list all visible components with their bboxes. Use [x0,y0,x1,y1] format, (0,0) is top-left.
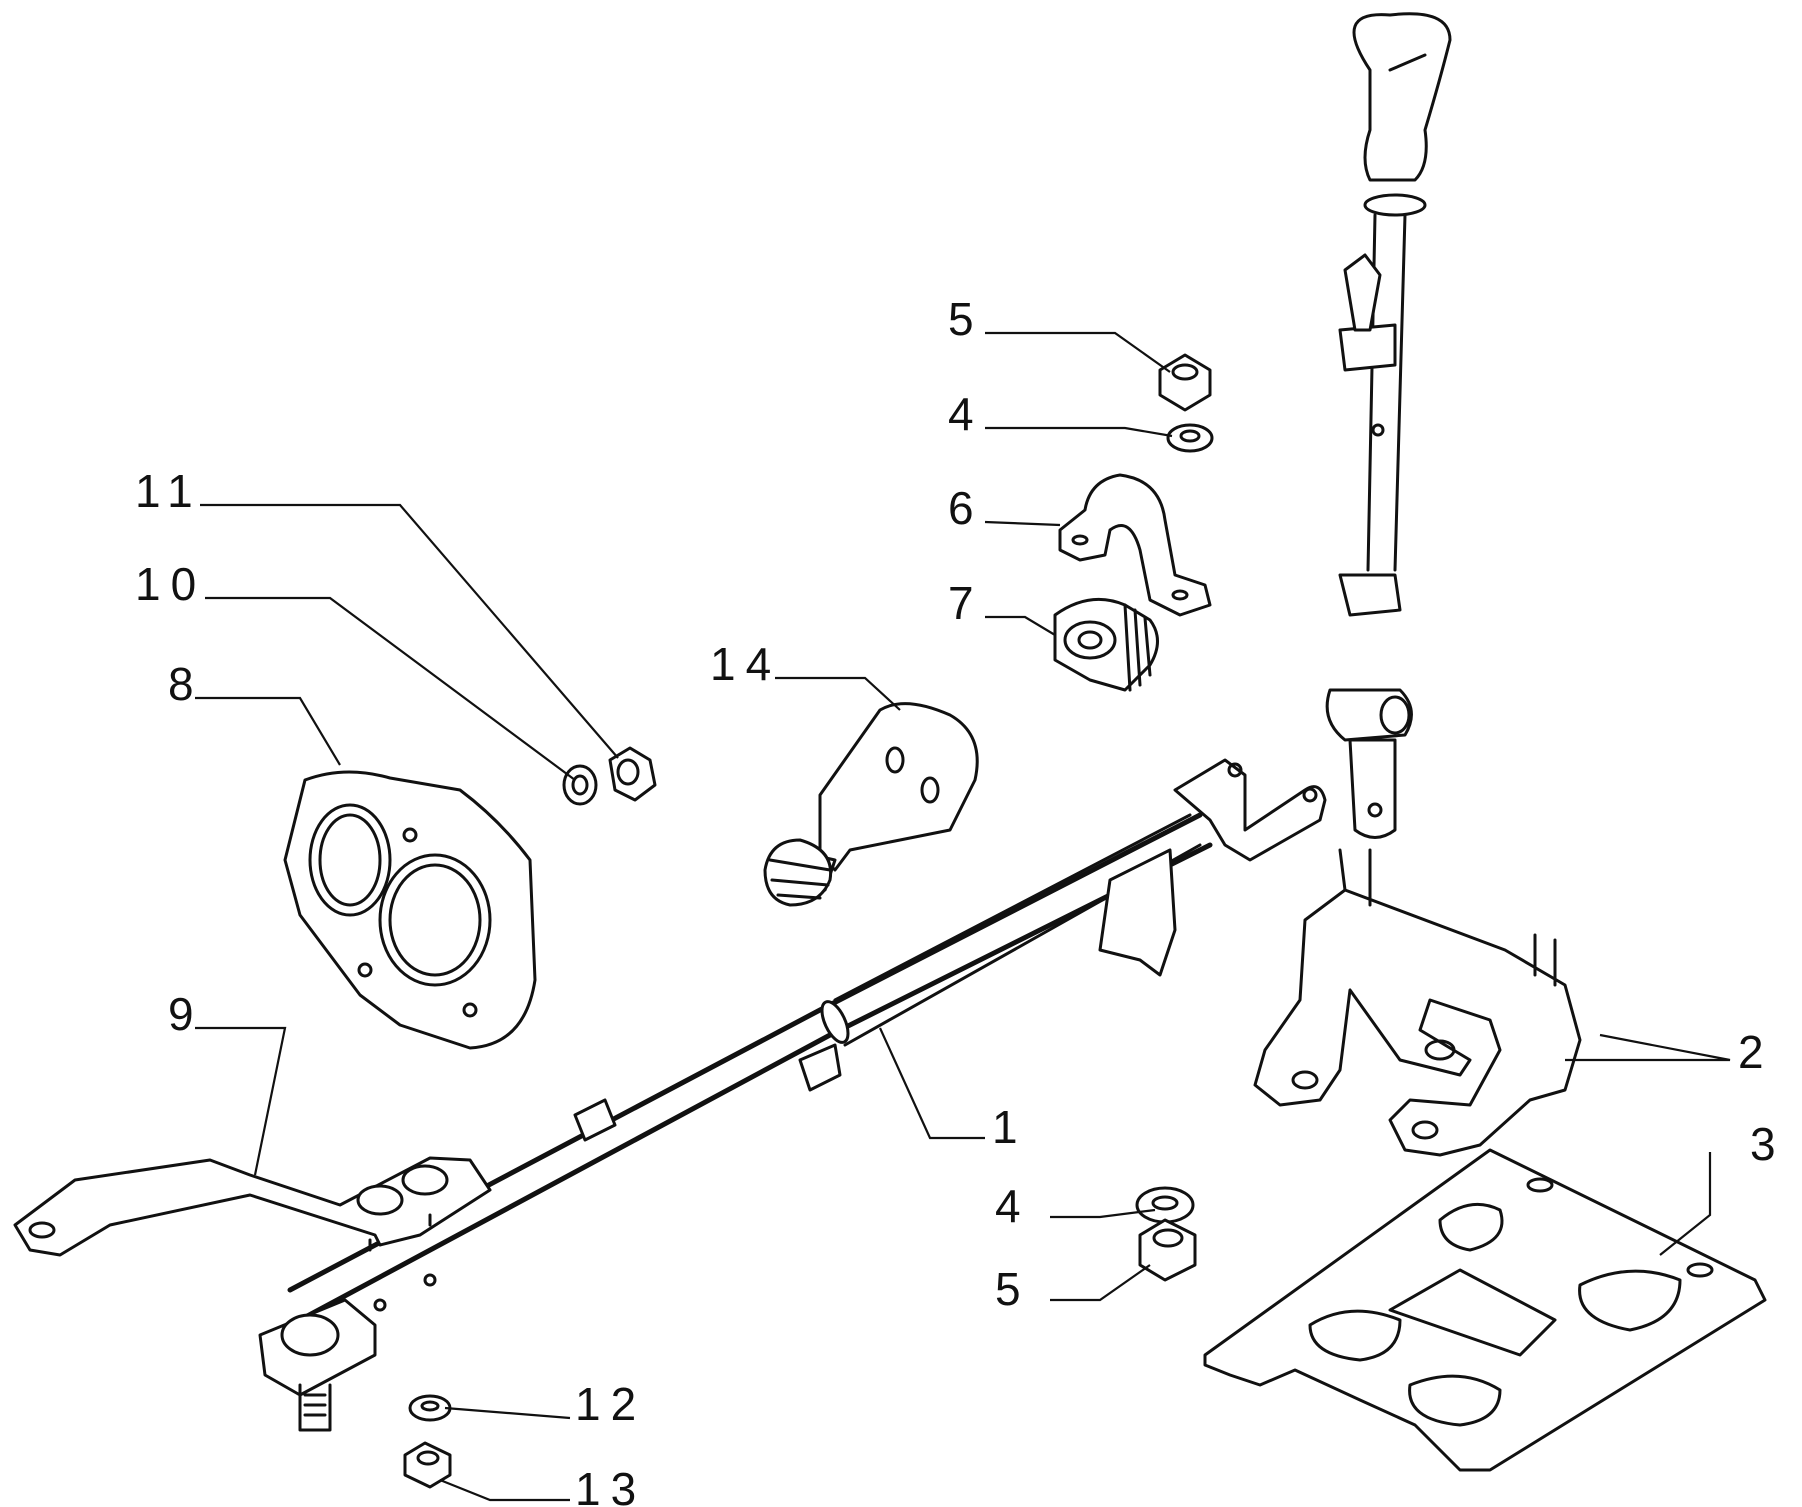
callout-11: 11 [135,465,203,517]
nut-upper [1158,353,1212,412]
gasket-plate [283,770,537,1050]
callout-13: 13 [575,1463,646,1507]
bushing [1053,597,1159,692]
shift-lever [1325,12,1452,839]
callout-4-upper: 4 [948,388,984,440]
callout-6: 6 [948,482,984,534]
rubber-boot [763,702,979,907]
nut-bottom [403,1441,452,1489]
nut-left [608,746,657,802]
callout-5-lower: 5 [995,1263,1031,1315]
callout-5-upper-label: 5 [948,293,984,345]
washer-bottom [408,1394,452,1422]
callout-12: 12 [575,1378,646,1430]
nut-lower [1138,1218,1197,1282]
callout-1: 1 [992,1101,1028,1153]
callout-4-lower: 4 [995,1180,1031,1232]
lever-arm [13,1156,492,1257]
callout-2: 2 [1738,1026,1774,1078]
callout-9: 9 [168,988,204,1040]
callout-8: 8 [168,658,204,710]
callout-14: 14 [710,638,781,690]
mounting-bracket [1253,848,1582,1157]
callout-7: 7 [948,577,984,629]
leader-lines [195,331,1731,1502]
callout-10: 10 [135,558,206,610]
washer-lower [1135,1186,1195,1224]
saddle-clamp [1058,473,1212,617]
base-plate [1203,1148,1767,1472]
callout-labels: 1 1 2 3 4 4 5 5 6 7 8 9 10 11 12 13 14 [135,293,1786,1507]
shift-linkage-rod [258,758,1327,1432]
washer-upper [1166,423,1214,453]
washer-left [562,764,598,806]
callout-3: 3 [1750,1118,1786,1170]
